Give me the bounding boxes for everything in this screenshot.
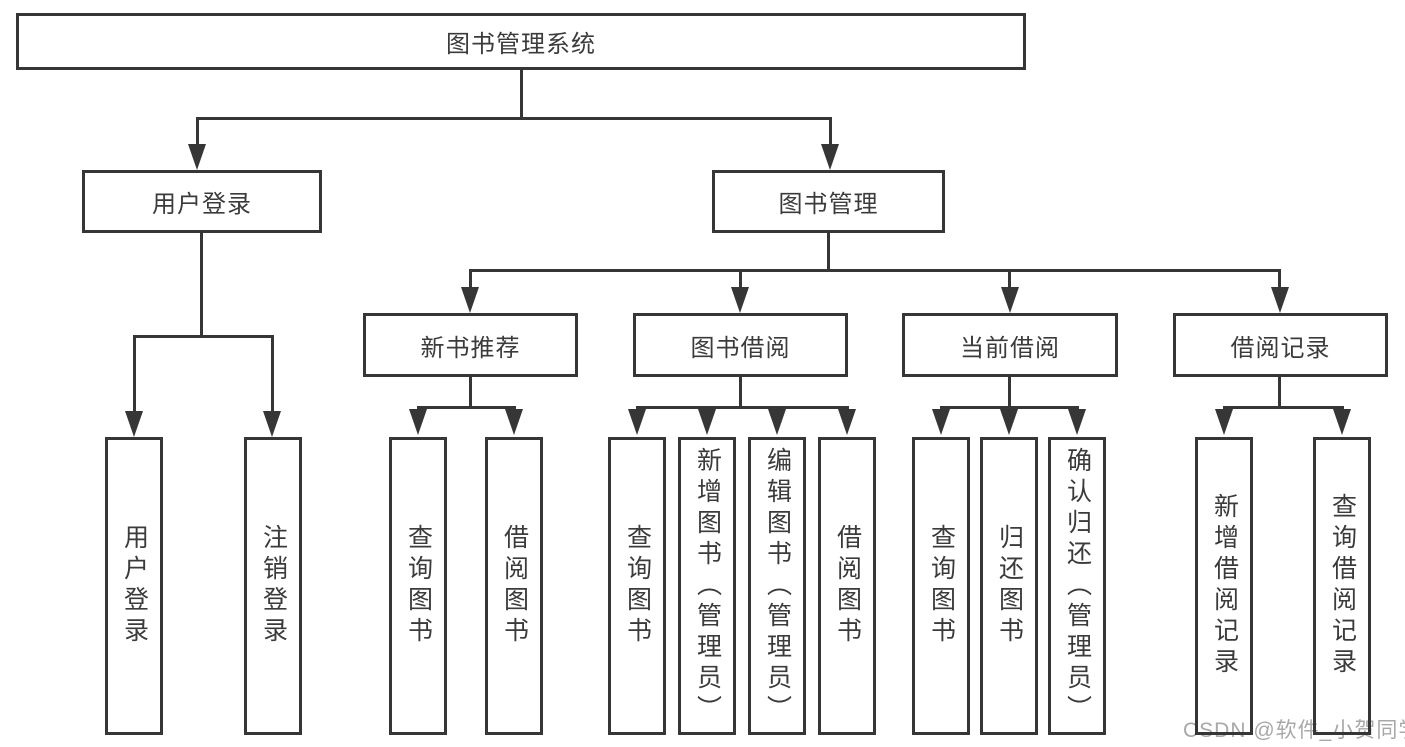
leaf-query-books-current-label: 查询图书 — [927, 524, 956, 648]
leaf-edit-books-admin: 编辑图书（管理员） — [748, 437, 806, 735]
leaf-logout-label: 注销登录 — [259, 524, 288, 648]
arrowhead-down-icon — [1215, 409, 1233, 435]
leaf-query-books-recommend-label: 查询图书 — [404, 524, 433, 648]
leaf-return-books: 归还图书 — [980, 437, 1038, 735]
leaf-borrow-books-label: 借阅图书 — [833, 524, 862, 648]
node-book-management-label: 图书管理 — [778, 191, 879, 218]
arrowhead-down-icon — [263, 411, 281, 437]
leaf-confirm-return-admin: 确认归还（管理员） — [1048, 437, 1106, 735]
leaf-query-books-current: 查询图书 — [912, 437, 970, 735]
arrowhead-down-icon — [188, 144, 206, 170]
node-current-borrowing-label: 当前借阅 — [960, 334, 1060, 362]
connector-line — [739, 377, 742, 408]
connector-line — [469, 271, 472, 289]
node-user-login-label: 用户登录 — [152, 191, 252, 218]
arrowhead-down-icon — [1271, 287, 1289, 313]
connector-line — [1008, 377, 1011, 408]
leaf-borrow-books-recommend: 借阅图书 — [485, 437, 543, 735]
leaf-edit-books-admin-label: 编辑图书（管理员） — [763, 446, 792, 726]
node-book-management: 图书管理 — [712, 170, 945, 233]
leaf-return-books-label: 归还图书 — [995, 524, 1024, 648]
connector-line — [940, 406, 1079, 409]
connector-line — [1223, 406, 1344, 409]
connector-line — [829, 119, 832, 146]
leaf-add-borrow-record: 新增借阅记录 — [1195, 437, 1253, 735]
node-new-book-recommend: 新书推荐 — [363, 313, 578, 377]
connector-line — [469, 377, 472, 408]
node-borrowing-records: 借阅记录 — [1173, 313, 1388, 377]
leaf-logout: 注销登录 — [244, 437, 302, 735]
leaf-borrow-books-recommend-label: 借阅图书 — [500, 524, 529, 648]
arrowhead-down-icon — [731, 287, 749, 313]
arrowhead-down-icon — [125, 411, 143, 437]
arrowhead-down-icon — [821, 144, 839, 170]
arrowhead-down-icon — [461, 287, 479, 313]
connector-line — [133, 335, 274, 338]
connector-line — [271, 337, 274, 413]
connector-line — [739, 271, 742, 289]
leaf-query-books-borrowing-label: 查询图书 — [623, 524, 652, 648]
arrowhead-down-icon — [409, 409, 427, 435]
leaf-add-borrow-record-label: 新增借阅记录 — [1210, 493, 1239, 679]
connector-line — [1008, 271, 1011, 289]
connector-line — [133, 337, 136, 413]
node-book-borrowing-label: 图书借阅 — [690, 334, 791, 362]
arrowhead-down-icon — [628, 409, 646, 435]
node-book-borrowing: 图书借阅 — [633, 313, 848, 377]
arrowhead-down-icon — [1000, 409, 1018, 435]
arrowhead-down-icon — [1068, 409, 1086, 435]
connector-line — [417, 406, 516, 409]
connector-line — [1278, 271, 1281, 289]
arrowhead-down-icon — [1001, 287, 1019, 313]
connector-line — [520, 70, 523, 119]
node-current-borrowing: 当前借阅 — [902, 313, 1118, 377]
connector-line — [469, 269, 1281, 272]
leaf-query-books-borrowing: 查询图书 — [608, 437, 666, 735]
node-borrowing-records-label: 借阅记录 — [1230, 334, 1331, 362]
leaf-borrow-books: 借阅图书 — [818, 437, 876, 735]
connector-line — [1278, 377, 1281, 408]
connector-line — [636, 406, 849, 409]
leaf-user-login: 用户登录 — [105, 437, 163, 735]
arrowhead-down-icon — [838, 409, 856, 435]
arrowhead-down-icon — [505, 409, 523, 435]
node-root: 图书管理系统 — [16, 13, 1026, 70]
node-new-book-recommend-label: 新书推荐 — [420, 334, 521, 362]
arrowhead-down-icon — [698, 409, 716, 435]
leaf-user-login-label: 用户登录 — [120, 524, 149, 648]
connector-line — [196, 117, 832, 120]
arrowhead-down-icon — [768, 409, 786, 435]
connector-line — [196, 119, 199, 146]
node-user-login: 用户登录 — [82, 170, 322, 233]
leaf-query-borrow-record-label: 查询借阅记录 — [1328, 493, 1357, 679]
leaf-add-books-admin-label: 新增图书（管理员） — [693, 446, 722, 726]
leaf-add-books-admin: 新增图书（管理员） — [678, 437, 736, 735]
arrowhead-down-icon — [1333, 409, 1351, 435]
leaf-query-borrow-record: 查询借阅记录 — [1313, 437, 1371, 735]
leaf-query-books-recommend: 查询图书 — [389, 437, 447, 735]
connector-line — [827, 233, 830, 272]
node-root-label: 图书管理系统 — [446, 31, 596, 58]
connector-line — [200, 233, 203, 338]
arrowhead-down-icon — [932, 409, 950, 435]
csdn-watermark: CSDN @软件_小贺同学 — [1183, 719, 1405, 742]
leaf-confirm-return-admin-label: 确认归还（管理员） — [1063, 446, 1092, 726]
